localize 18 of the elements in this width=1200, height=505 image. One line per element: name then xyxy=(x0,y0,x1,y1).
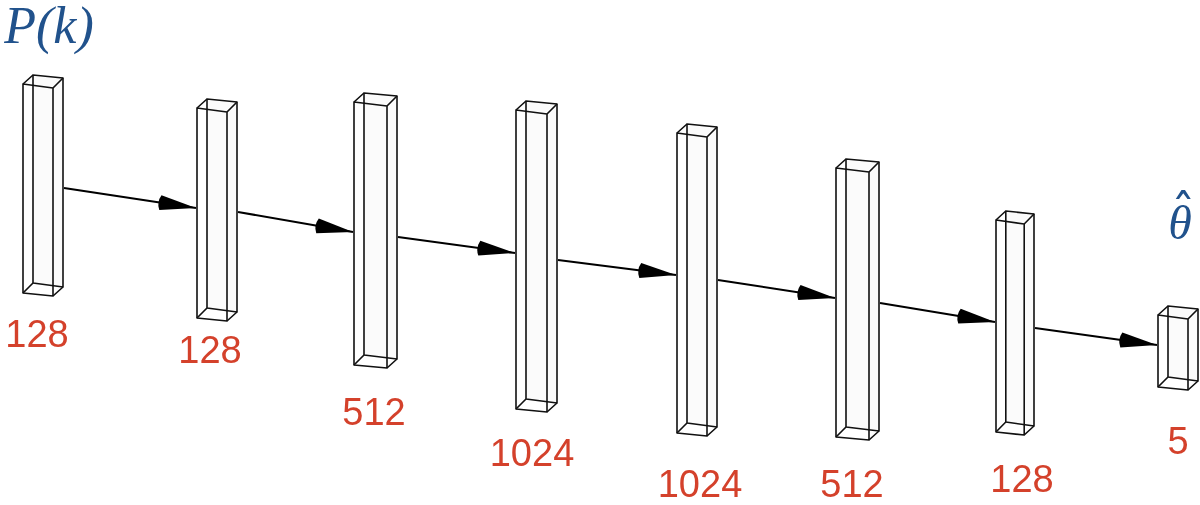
layer-prism xyxy=(515,100,558,413)
layer-size-label: 512 xyxy=(342,393,406,431)
layer-prism xyxy=(995,210,1035,436)
layer-prism xyxy=(676,123,718,437)
layer-size-label: 1024 xyxy=(489,434,575,472)
layer-size-label: 5 xyxy=(1167,422,1189,460)
layer-prism xyxy=(22,74,64,297)
layer-prism xyxy=(835,158,880,441)
math-symbol: θ̂ xyxy=(1162,186,1198,259)
layer-size-label: 128 xyxy=(5,315,69,353)
layer-prism xyxy=(353,92,398,369)
layer-size-label: 512 xyxy=(820,465,884,503)
layer-size-label: 1024 xyxy=(657,465,743,503)
math-symbol: P(k) xyxy=(4,0,94,52)
layer-prism xyxy=(196,98,238,322)
layer-size-label: 128 xyxy=(990,460,1054,498)
layer-prism xyxy=(1157,305,1199,391)
layer-size-label: 128 xyxy=(178,331,242,369)
